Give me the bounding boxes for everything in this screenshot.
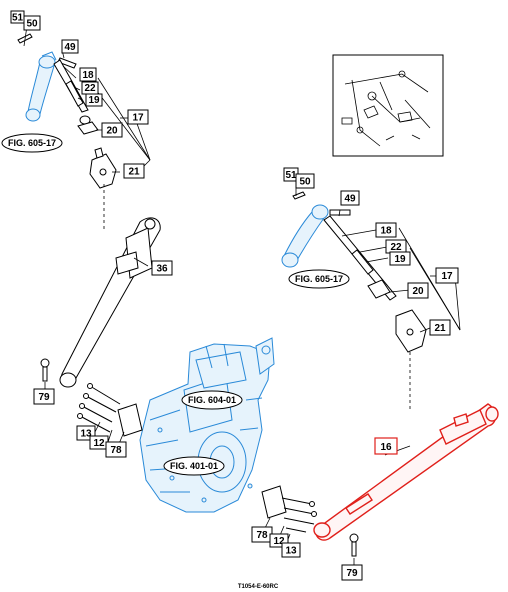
svg-text:21: 21 xyxy=(128,167,140,178)
callout-17-right[interactable]: 17 xyxy=(435,267,459,284)
callout-78-left[interactable]: 78 xyxy=(105,441,127,458)
callout-50-top[interactable]: 50 xyxy=(23,15,41,31)
callout-51-top[interactable]: 51 xyxy=(10,10,25,24)
svg-text:12: 12 xyxy=(273,536,285,547)
callout-12-left[interactable]: 12 xyxy=(89,435,109,450)
callout-21-right[interactable]: 21 xyxy=(429,319,451,336)
svg-text:78: 78 xyxy=(110,445,122,456)
callout-19-right[interactable]: 19 xyxy=(389,251,411,266)
fig-ref-605-17-top[interactable]: FIG. 605-17 xyxy=(1,133,63,153)
callout-20-right[interactable]: 20 xyxy=(407,282,429,299)
svg-text:79: 79 xyxy=(346,568,358,579)
callout-13-right[interactable]: 13 xyxy=(281,542,301,558)
lift-rod-assembly-upper-left xyxy=(17,25,151,189)
callout-18-top[interactable]: 18 xyxy=(79,67,97,82)
callout-78-right[interactable]: 78 xyxy=(251,526,273,543)
svg-text:17: 17 xyxy=(441,271,453,282)
svg-text:18: 18 xyxy=(380,226,392,237)
svg-text:36: 36 xyxy=(156,264,168,275)
svg-text:19: 19 xyxy=(394,254,406,265)
callout-79-right[interactable]: 79 xyxy=(341,564,363,581)
callout-36[interactable]: 36 xyxy=(151,260,173,276)
svg-text:20: 20 xyxy=(412,286,424,297)
bracket-right xyxy=(261,485,317,551)
svg-text:79: 79 xyxy=(38,392,50,403)
svg-text:FIG. 605-17: FIG. 605-17 xyxy=(295,274,343,284)
svg-text:FIG. 604-01: FIG. 604-01 xyxy=(188,395,236,405)
fig-ref-605-17-right[interactable]: FIG. 605-17 xyxy=(288,269,350,289)
callout-22-top[interactable]: 22 xyxy=(81,81,99,95)
svg-text:50: 50 xyxy=(299,177,311,188)
lower-link-highlighted[interactable] xyxy=(313,403,499,541)
callout-20-top[interactable]: 20 xyxy=(101,122,123,138)
svg-text:12: 12 xyxy=(93,438,105,449)
lift-rod-assembly-right xyxy=(281,186,461,353)
svg-text:20: 20 xyxy=(106,126,118,137)
callout-18-right[interactable]: 18 xyxy=(375,222,397,238)
fig-ref-401-01[interactable]: FIG. 401-01 xyxy=(163,456,225,476)
callout-49-top[interactable]: 49 xyxy=(61,39,79,54)
svg-text:50: 50 xyxy=(26,19,38,30)
svg-text:51: 51 xyxy=(285,170,297,181)
callout-49-right[interactable]: 49 xyxy=(340,190,360,206)
callout-21-top[interactable]: 21 xyxy=(123,163,145,179)
svg-text:13: 13 xyxy=(285,546,297,557)
svg-text:22: 22 xyxy=(84,83,96,94)
svg-text:FIG. 401-01: FIG. 401-01 xyxy=(170,461,218,471)
inset-thumbnail xyxy=(332,54,444,157)
svg-text:21: 21 xyxy=(434,323,446,334)
bolt-79-right xyxy=(349,533,359,566)
bolt-79-left xyxy=(40,358,50,390)
callout-16[interactable]: 16 xyxy=(374,437,398,455)
callout-17-top[interactable]: 17 xyxy=(127,109,149,125)
drawing-code: T1054-E-60RC xyxy=(238,584,279,590)
svg-text:22: 22 xyxy=(390,242,402,253)
fig-ref-604-01[interactable]: FIG. 604-01 xyxy=(181,390,243,410)
svg-text:51: 51 xyxy=(12,13,24,24)
svg-text:49: 49 xyxy=(344,194,356,205)
lower-link-left xyxy=(59,217,161,388)
svg-text:49: 49 xyxy=(64,42,76,53)
svg-text:19: 19 xyxy=(88,95,100,106)
callout-22-right[interactable]: 22 xyxy=(385,239,407,254)
svg-text:18: 18 xyxy=(82,70,94,81)
callout-79-left[interactable]: 79 xyxy=(33,388,55,405)
rear-axle-housing xyxy=(139,337,275,513)
svg-text:13: 13 xyxy=(80,429,92,440)
bracket-left xyxy=(77,383,143,447)
svg-text:78: 78 xyxy=(256,530,268,541)
svg-text:FIG. 605-17: FIG. 605-17 xyxy=(8,138,56,148)
svg-text:17: 17 xyxy=(132,113,144,124)
callout-19-top[interactable]: 19 xyxy=(85,93,103,107)
callout-50-right[interactable]: 50 xyxy=(295,173,315,189)
svg-text:16: 16 xyxy=(380,442,392,453)
